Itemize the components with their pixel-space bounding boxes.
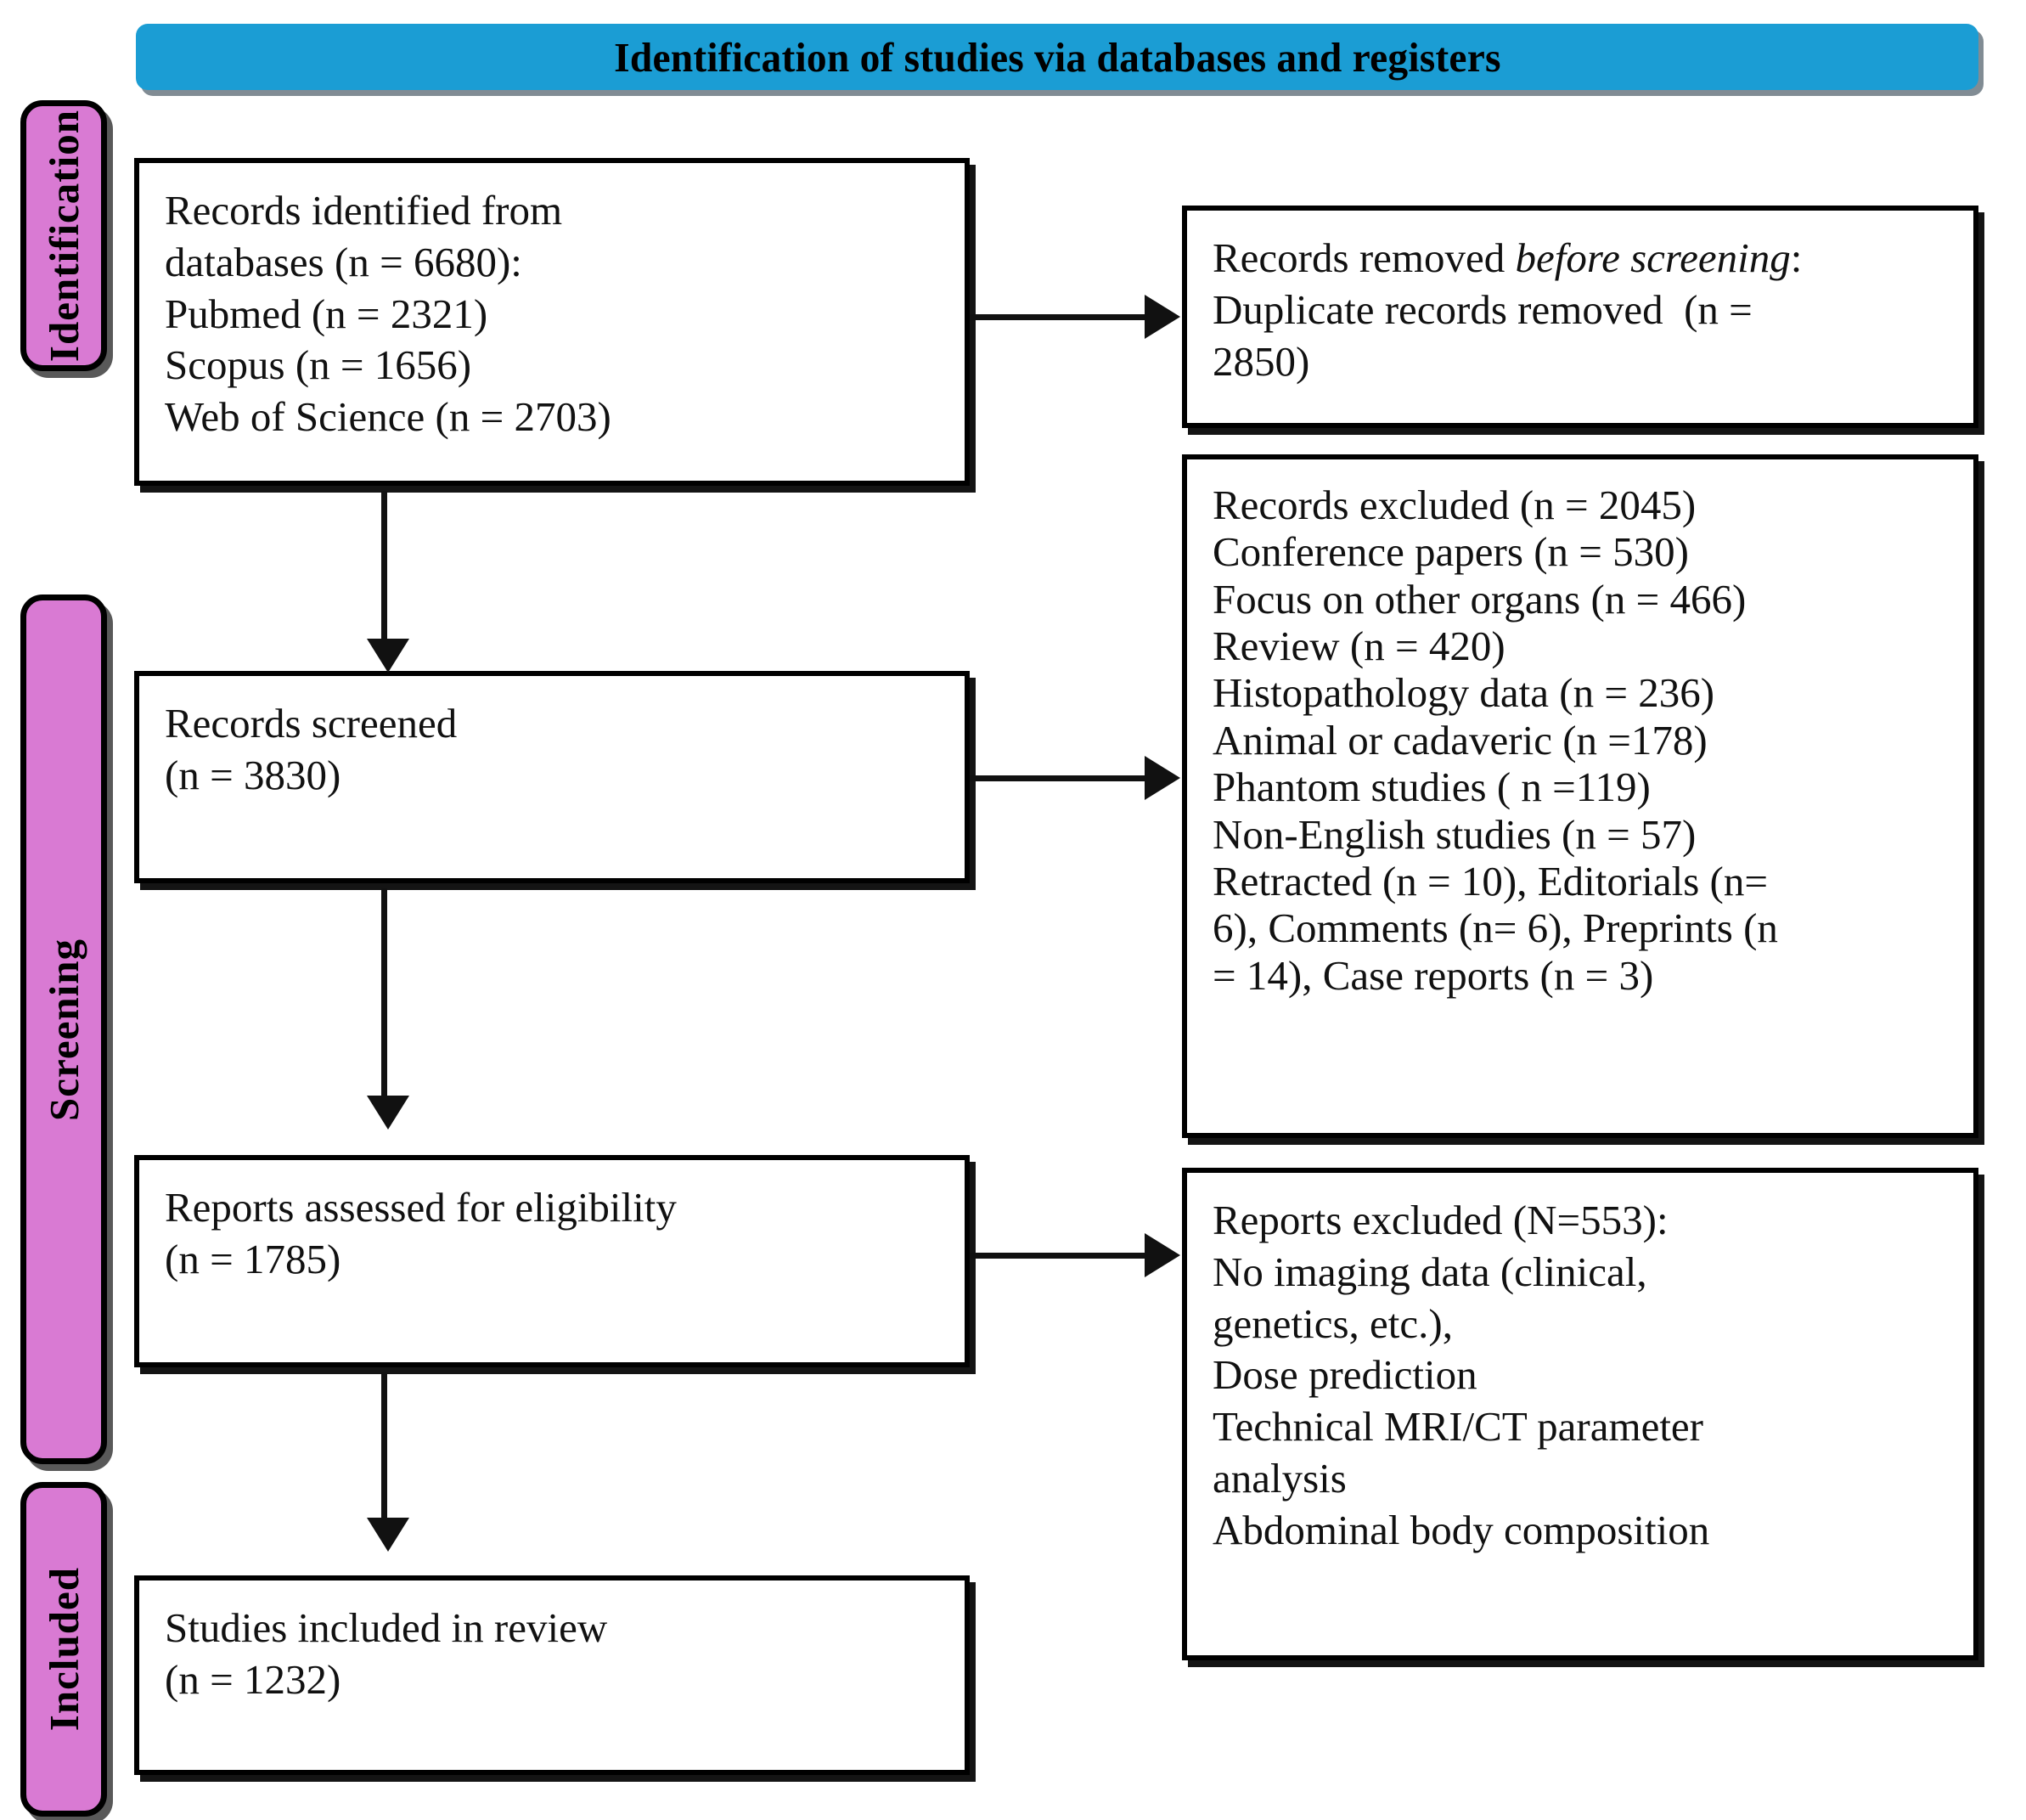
- box-line: Abdominal body composition: [1213, 1506, 1710, 1553]
- connector-eligibility-to-reports-excluded: [970, 1253, 1146, 1259]
- connector-screened-to-eligibility: [381, 888, 387, 1099]
- box-line: Focus on other organs (n = 466): [1213, 575, 1747, 623]
- box-studies-included-in-review: Studies included in review (n = 1232): [134, 1575, 970, 1775]
- arrowhead-down-icon: [367, 1096, 409, 1130]
- box-line: No imaging data (clinical,: [1213, 1248, 1647, 1295]
- box-line: Records excluded (n = 2045): [1213, 482, 1697, 528]
- box-line: analysis: [1213, 1454, 1347, 1502]
- arrowhead-down-icon: [367, 639, 409, 673]
- box-records-removed-before-screening: Records removed before screening: Duplic…: [1182, 206, 1978, 428]
- box-line: (n = 1785): [165, 1235, 341, 1282]
- box-line: (n = 3830): [165, 751, 341, 798]
- box-line: Review (n = 420): [1213, 623, 1505, 670]
- diagram-title: Identification of studies via databases …: [613, 33, 1501, 81]
- arrowhead-right-icon: [1145, 295, 1180, 339]
- box-line: Conference papers (n = 530): [1213, 528, 1689, 576]
- phase-label-screening-text: Screening: [40, 938, 87, 1121]
- connector-identified-to-removed: [970, 314, 1146, 320]
- box-line: Technical MRI/CT parameter: [1213, 1403, 1703, 1450]
- phase-label-included: Included: [20, 1482, 107, 1817]
- phase-label-identification: Identification: [20, 100, 107, 371]
- box-records-identified: Records identified from databases (n = 6…: [134, 158, 970, 486]
- box-line: Pubmed (n = 2321): [165, 290, 488, 337]
- box-line: (n = 1232): [165, 1655, 341, 1703]
- box-line: Duplicate records removed (n =: [1213, 285, 1753, 333]
- box-line: Histopathology data (n = 236): [1213, 669, 1715, 717]
- phase-label-included-text: Included: [40, 1567, 87, 1732]
- box-line: Reports excluded (N=553):: [1213, 1197, 1669, 1243]
- arrowhead-right-icon: [1145, 756, 1180, 800]
- box-line: = 14), Case reports (n = 3): [1213, 951, 1654, 999]
- box-line: Retracted (n = 10), Editorials (n=: [1213, 857, 1768, 904]
- box-reports-assessed-for-eligibility: Reports assessed for eligibility (n = 17…: [134, 1155, 970, 1367]
- connector-eligibility-to-included: [381, 1372, 387, 1521]
- box-line: 6), Comments (n= 6), Preprints (n: [1213, 904, 1778, 952]
- box-line: 2850): [1213, 337, 1310, 385]
- box-line: Reports assessed for eligibility: [165, 1184, 677, 1231]
- box-line: Non-English studies (n = 57): [1213, 810, 1697, 858]
- box-line: Phantom studies ( n =119): [1213, 763, 1651, 811]
- box-line: Dose prediction: [1213, 1351, 1477, 1399]
- box-line: Animal or cadaveric (n =178): [1213, 716, 1708, 763]
- box-line: Web of Science (n = 2703): [165, 393, 611, 440]
- box-line: databases (n = 6680):: [165, 238, 522, 285]
- box-records-excluded: Records excluded (n = 2045) Conference p…: [1182, 454, 1978, 1138]
- box-reports-excluded: Reports excluded (N=553): No imaging dat…: [1182, 1168, 1978, 1660]
- box-line: Records identified from: [165, 187, 563, 234]
- box-line: Records screened: [165, 700, 458, 747]
- arrowhead-down-icon: [367, 1518, 409, 1552]
- box-line: Studies included in review: [165, 1604, 608, 1651]
- connector-screened-to-excluded: [970, 775, 1146, 781]
- diagram-title-banner: Identification of studies via databases …: [136, 24, 1978, 90]
- box-line: genetics, etc.),: [1213, 1299, 1453, 1347]
- phase-label-identification-text: Identification: [40, 109, 87, 363]
- arrowhead-right-icon: [1145, 1233, 1180, 1277]
- connector-identified-to-screened: [381, 491, 387, 644]
- phase-label-screening: Screening: [20, 594, 107, 1464]
- box-records-screened: Records screened (n = 3830): [134, 671, 970, 883]
- box-line-italic-phrase: Records removed before screening:: [1213, 234, 1803, 281]
- box-line: Scopus (n = 1656): [165, 341, 472, 389]
